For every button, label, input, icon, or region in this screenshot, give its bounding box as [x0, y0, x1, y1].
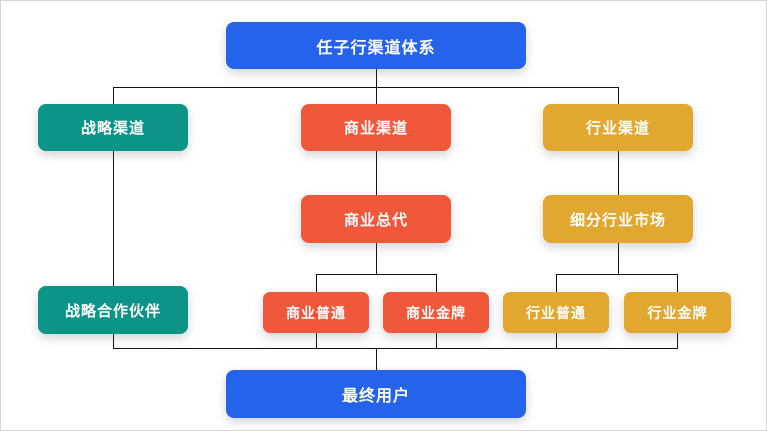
connector-industry-gold-down	[677, 333, 678, 348]
connector-to-end-user	[376, 348, 377, 370]
connector-enduser-horizontal	[113, 348, 678, 349]
node-strategic-partner: 战略合作伙伴	[38, 286, 188, 334]
node-commercial-normal: 商业普通	[263, 292, 369, 333]
connector-level1-horizontal	[113, 87, 619, 88]
node-strategic-channel: 战略渠道	[38, 104, 188, 151]
node-commercial-agent: 商业总代	[301, 195, 451, 243]
connector-to-industry-gold	[677, 274, 678, 292]
node-commercial-channel: 商业渠道	[301, 104, 451, 151]
connector-to-commercial-gold	[436, 274, 437, 292]
connector-to-industry-normal	[556, 274, 557, 292]
connector-strategic-column	[113, 151, 114, 286]
connector-to-strategic-channel	[113, 87, 114, 104]
connector-commercial-gold-down	[436, 333, 437, 348]
connector-to-industry-channel	[618, 87, 619, 104]
connector-segment-branch	[556, 274, 677, 275]
node-end-user: 最终用户	[226, 370, 526, 418]
connector-to-commercial-channel	[376, 87, 377, 104]
connector-commercial-to-agent	[376, 151, 377, 195]
node-industry-gold: 行业金牌	[624, 292, 731, 333]
node-industry-normal: 行业普通	[503, 292, 609, 333]
connector-root-down	[376, 69, 377, 87]
connector-industry-normal-down	[556, 333, 557, 348]
node-segment-market: 细分行业市场	[543, 195, 693, 243]
node-commercial-gold: 商业金牌	[383, 292, 489, 333]
connector-segment-down	[618, 243, 619, 274]
connector-commercial-normal-down	[316, 333, 317, 348]
node-industry-channel: 行业渠道	[543, 104, 693, 151]
connector-partner-down	[113, 334, 114, 348]
connector-agent-branch	[316, 274, 436, 275]
connector-industry-to-segment	[618, 151, 619, 195]
connector-to-commercial-normal	[316, 274, 317, 292]
connector-agent-down	[376, 243, 377, 274]
node-root: 任子行渠道体系	[226, 22, 526, 69]
